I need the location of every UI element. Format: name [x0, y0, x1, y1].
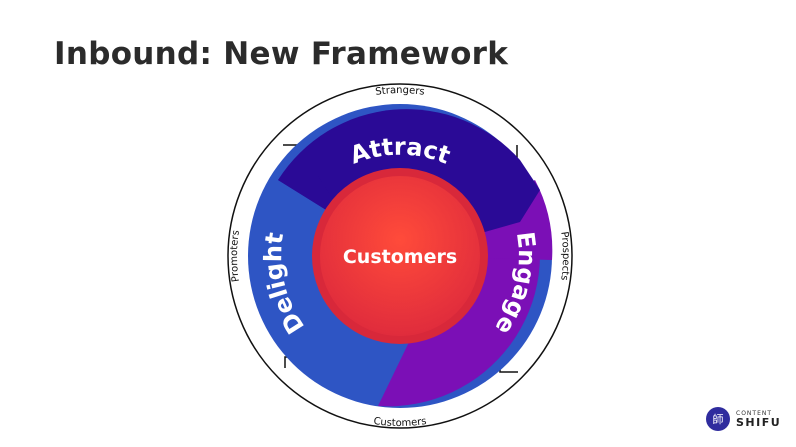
slide-title: Inbound: New Framework	[54, 36, 509, 72]
prospects-label: Prospects	[558, 231, 571, 281]
strangers-label: Strangers	[375, 85, 426, 98]
center-label: Customers	[343, 246, 457, 268]
shifu-logo-icon: 師	[706, 407, 730, 431]
logo-bottom-text: SHIFU	[736, 415, 782, 429]
logo-top-text: CONTENT	[736, 409, 773, 417]
center-circle	[320, 176, 480, 336]
content-shifu-logo: 師 CONTENT SHIFU	[706, 407, 781, 431]
promoters-label: Promoters	[229, 229, 242, 282]
